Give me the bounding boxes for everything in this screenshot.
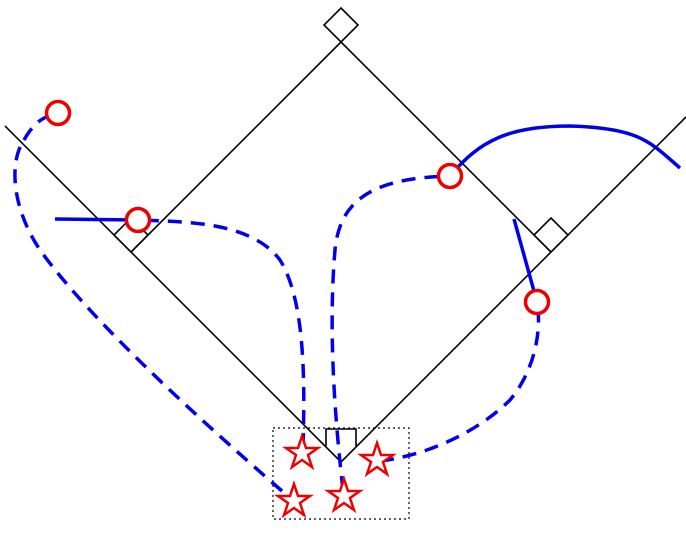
trajectory-center-solid [448, 124, 682, 178]
diamond-upper-right-edge [340, 41, 552, 253]
trajectory-right-dashed [379, 301, 541, 463]
trajectory-third-base-dashed [138, 218, 306, 448]
bases [112, 6, 570, 254]
first-base [532, 216, 570, 254]
trajectory-center-dashed [330, 174, 451, 491]
right-foul-line [340, 116, 686, 463]
trajectory-left-foul-dashed-top [22, 112, 55, 141]
landing-markers [44, 99, 551, 316]
trajectories [13, 112, 682, 493]
trajectory-left-foul-dashed [13, 138, 284, 493]
contact-star-2 [357, 439, 397, 478]
landing-marker-left-foul [44, 99, 72, 127]
contact-star-4 [324, 475, 364, 514]
contact-star-3 [274, 480, 314, 519]
contact-markers [274, 432, 397, 519]
contact-star-1 [282, 432, 322, 471]
diamond-upper-left-edge [130, 41, 342, 253]
home-plate [325, 428, 357, 446]
landing-marker-right [523, 288, 551, 316]
landing-marker-third-base [124, 206, 152, 234]
field [4, 41, 686, 463]
landing-marker-center [436, 162, 464, 190]
trajectory-right-solid [512, 218, 539, 303]
batter-box-area [272, 427, 410, 520]
second-base [322, 6, 360, 44]
left-foul-line [4, 125, 342, 463]
